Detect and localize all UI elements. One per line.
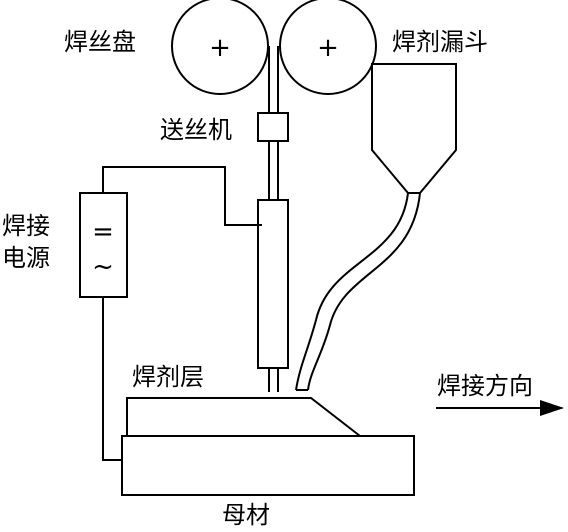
reel-right-center-symbol: + xyxy=(317,33,339,63)
welding-direction-label: 焊接方向 xyxy=(437,372,533,400)
wire-reel-right xyxy=(279,0,377,95)
power-source-label: 焊接 电源 xyxy=(2,210,54,274)
wire-feeder-label: 送丝机 xyxy=(160,116,232,144)
wire-reel-label: 焊丝盘 xyxy=(64,28,136,56)
dc-symbol: = xyxy=(92,217,114,247)
base-metal-block xyxy=(121,435,415,496)
base-metal-label: 母材 xyxy=(222,501,270,529)
cable-to-contact-tube xyxy=(102,166,262,226)
power-source-label-line1: 焊接 xyxy=(2,212,50,240)
wire-feeder-box xyxy=(257,112,289,142)
ac-symbol: ~ xyxy=(92,252,114,282)
power-source-label-line2: 电源 xyxy=(2,244,50,272)
contact-tube xyxy=(257,199,289,369)
flux-layer-label: 焊剂层 xyxy=(132,363,204,391)
flux-hopper xyxy=(371,63,457,194)
flux-layer-shape xyxy=(126,397,361,437)
reel-left-center-symbol: + xyxy=(209,33,231,63)
flux-hose-inner xyxy=(307,192,421,391)
flux-hopper-label: 焊剂漏斗 xyxy=(392,28,488,56)
flux-hose-outer xyxy=(295,192,409,391)
